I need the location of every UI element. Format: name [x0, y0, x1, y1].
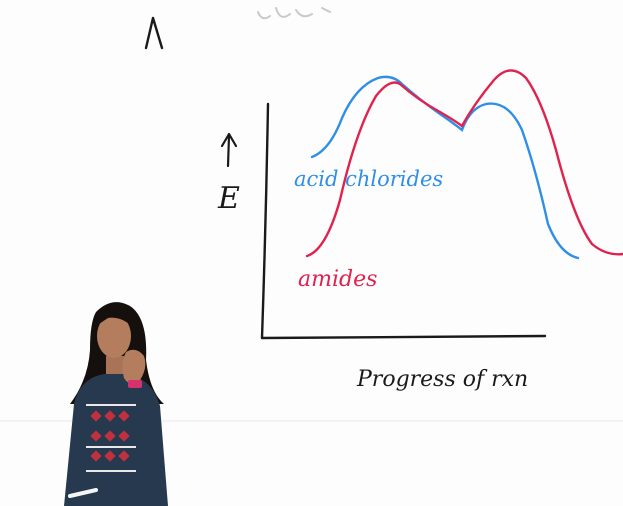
presenter: [64, 302, 168, 506]
amides-label: amides: [298, 267, 377, 292]
acid-chlorides-label: acid chlorides: [294, 167, 443, 191]
presenter-face: [97, 314, 131, 358]
top-scribble: [144, 16, 164, 50]
floor-shadow: [0, 420, 623, 422]
up-arrow-icon: [220, 132, 238, 168]
top-pattern: [90, 410, 130, 462]
top-partial-text: [257, 7, 331, 20]
presenter-marker: [68, 488, 98, 498]
amides-curve: [305, 69, 623, 258]
x-axis: [260, 334, 547, 340]
x-axis-label: Progress of rxn: [356, 367, 528, 392]
acid-chlorides-curve: [310, 75, 580, 260]
presenter-top: [64, 374, 168, 506]
y-axis: [260, 102, 270, 340]
presenter-hand: [122, 349, 146, 384]
y-axis-label: E: [217, 181, 240, 216]
